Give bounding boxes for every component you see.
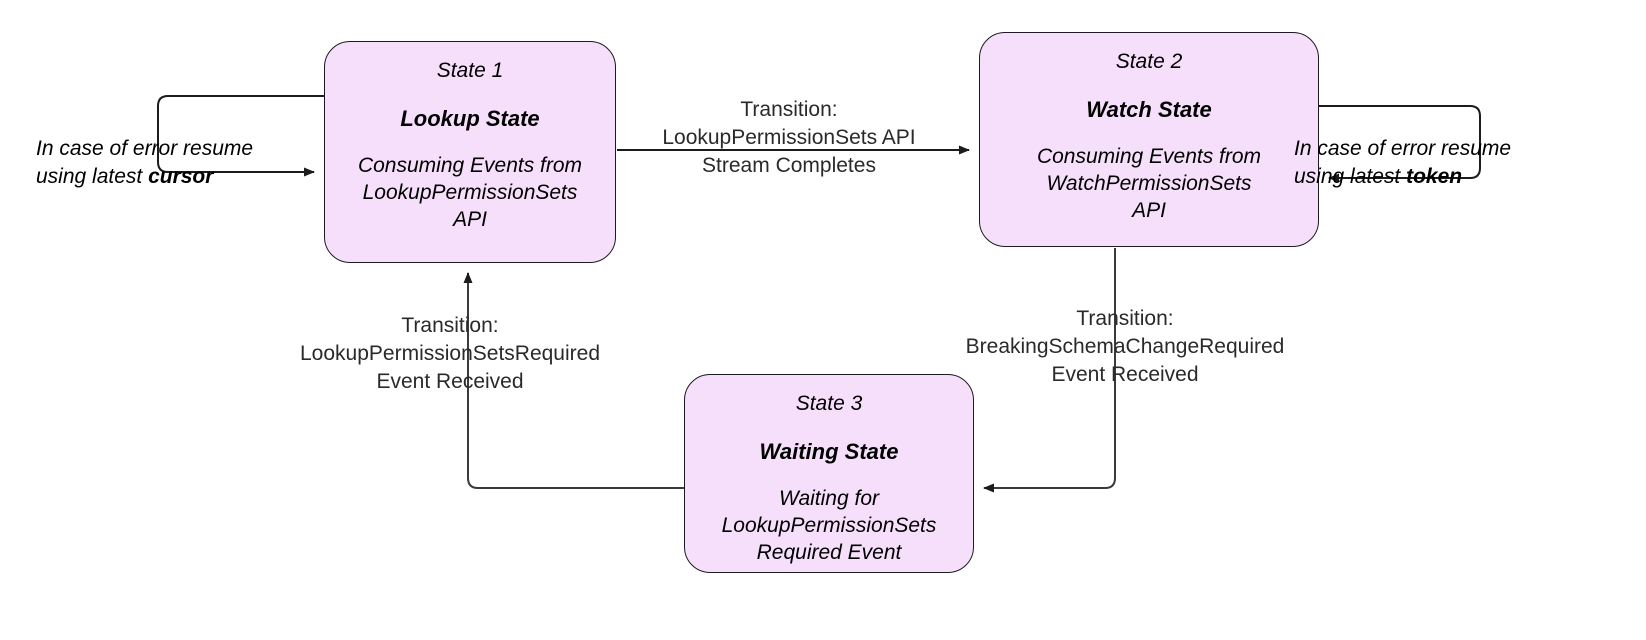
state-description: Consuming Events from LookupPermissionSe… — [357, 154, 583, 231]
state-description: Consuming Events from WatchPermissionSet… — [1036, 145, 1262, 222]
state-description: Waiting for LookupPermissionSets Require… — [721, 487, 937, 564]
note-error-resume-token: In case of error resume using latest tok… — [1294, 107, 1544, 191]
note-error-resume-cursor: In case of error resume using latest cur… — [36, 107, 290, 191]
state-id-label: State 1 — [436, 59, 504, 82]
state-name-label: Watch State — [1086, 97, 1212, 122]
state-name-label: Waiting State — [759, 439, 899, 464]
note-emphasis: cursor — [148, 165, 214, 188]
state-name-label: Lookup State — [400, 106, 540, 131]
state-node-waiting[interactable]: State 3 Waiting State Waiting for Lookup… — [684, 374, 974, 573]
state-id-label: State 2 — [1115, 50, 1183, 73]
note-text: In case of error resume using latest — [1294, 137, 1512, 188]
state-node-lookup[interactable]: State 1 Lookup State Consuming Events fr… — [324, 41, 616, 263]
transition-label-watch-to-waiting: Transition: BreakingSchemaChangeRequired… — [965, 307, 1285, 386]
note-text: In case of error resume using latest — [36, 137, 254, 188]
note-emphasis: token — [1406, 165, 1463, 188]
state-id-label: State 3 — [795, 392, 863, 415]
transition-label-lookup-to-watch: Transition: LookupPermissionSets API Str… — [662, 98, 916, 177]
transition-label-waiting-to-lookup: Transition: LookupPermissionSetsRequired… — [300, 314, 600, 393]
state-node-watch[interactable]: State 2 Watch State Consuming Events fro… — [979, 32, 1319, 247]
